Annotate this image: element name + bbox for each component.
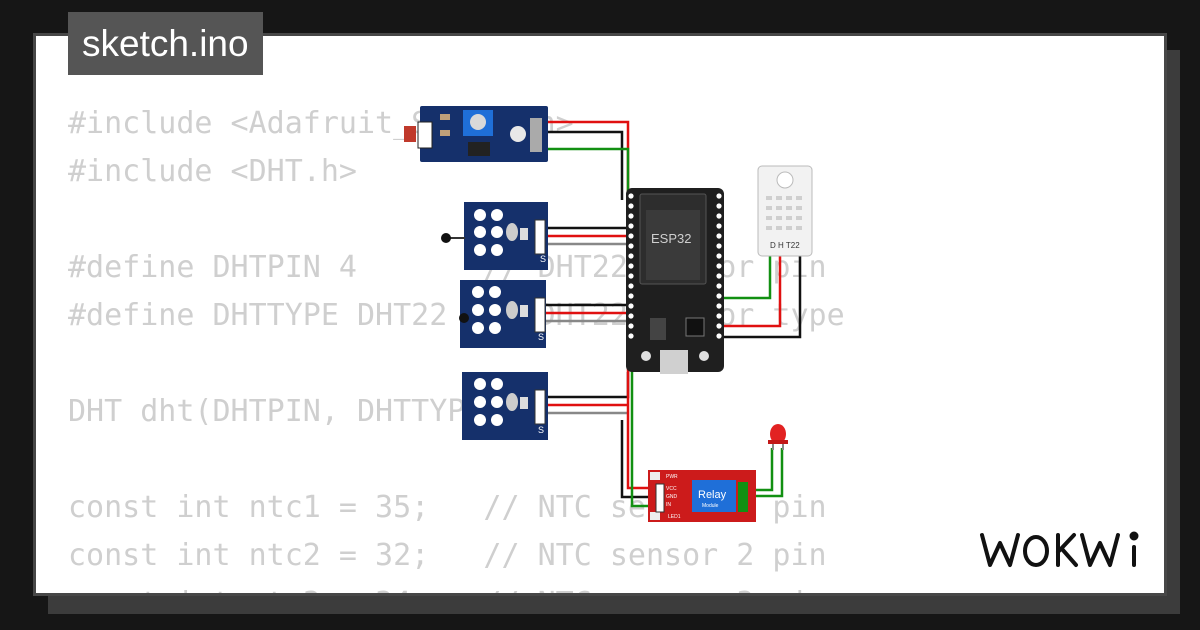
esp32-label: ESP32: [651, 231, 691, 246]
esp32-board[interactable]: ESP32: [626, 188, 724, 374]
ntc-sensor-2[interactable]: S: [459, 280, 546, 348]
ntc-sensor-3[interactable]: S: [462, 372, 548, 440]
relay-pin-in: IN: [666, 502, 671, 508]
wire-red: [718, 256, 782, 328]
relay-terminal: [738, 482, 748, 512]
relay-label: Relay: [698, 489, 727, 501]
wokwi-logo-mark: [980, 531, 1139, 567]
wire-black: [620, 420, 660, 499]
wokwi-logo: [978, 525, 1150, 580]
led-indicator[interactable]: [768, 424, 788, 450]
relay-pin-gnd: GND: [666, 494, 678, 500]
ntc-sensor-1[interactable]: S: [441, 202, 548, 270]
relay-module[interactable]: PWR VCC GND IN LED1 Relay Module: [648, 470, 756, 522]
usb-port-icon: [660, 350, 688, 374]
code-line: const int ntc2 = 32; // NTC sensor 2 pin: [68, 538, 827, 573]
dht22-label: D H T22: [770, 241, 800, 250]
wire-green: [718, 256, 772, 300]
wire-black: [540, 372, 630, 399]
code-line: #include <DHT.h>: [68, 154, 357, 189]
code-line: const int ntc3 = 34; // NTC sensor 3 pin: [68, 580, 845, 593]
photoresistor-icon: [404, 126, 416, 142]
ntc-pin-label: S: [538, 425, 544, 435]
ntc-pin-label: S: [538, 332, 544, 342]
relay-led-label: LED1: [668, 514, 681, 520]
wire-black: [540, 130, 624, 200]
thermistor-icon: [459, 313, 469, 323]
wire-green: [746, 448, 784, 498]
light-sensor-module[interactable]: [404, 106, 548, 162]
relay-sublabel: Module: [702, 503, 719, 509]
file-name-tab[interactable]: sketch.ino: [68, 12, 263, 75]
potentiometer-icon: [470, 114, 486, 130]
wire-black: [718, 256, 802, 339]
relay-power-label: PWR: [666, 474, 678, 480]
dht22-sensor[interactable]: D H T22: [757, 165, 813, 257]
ntc-pin-label: S: [540, 254, 546, 264]
wire-green: [540, 147, 630, 232]
thermistor-icon: [441, 233, 451, 243]
relay-pin-vcc: VCC: [666, 486, 677, 492]
